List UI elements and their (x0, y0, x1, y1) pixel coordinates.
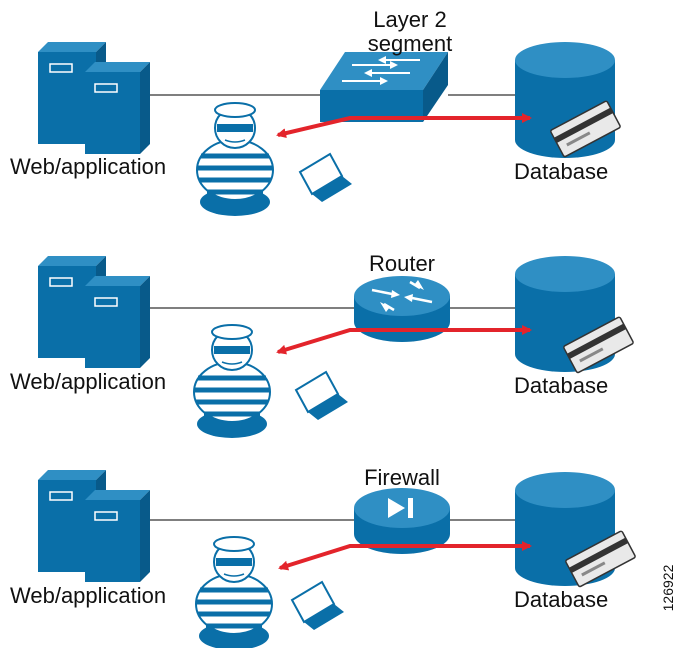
laptop-icon (294, 370, 348, 420)
switch-icon (320, 52, 448, 122)
database-label: Database (514, 587, 609, 612)
thief-icon (193, 324, 271, 438)
row-router (38, 256, 634, 438)
server-icon (38, 256, 150, 368)
router-icon (354, 276, 450, 342)
server-label: Web/application (10, 154, 167, 179)
attack-arrow (276, 325, 532, 355)
thief-icon (195, 536, 273, 648)
row-firewall (38, 470, 636, 648)
server-icon (38, 470, 150, 582)
attack-arrow (278, 541, 532, 571)
database-label: Database (514, 159, 609, 184)
middle-device-label: Layer 2 segment (367, 7, 453, 56)
credit-card-icon (565, 530, 636, 588)
attack-arrow (276, 113, 532, 139)
server-label: Web/application (10, 369, 167, 394)
server-label: Web/application (10, 583, 167, 608)
row-layer2 (38, 42, 621, 216)
thief-icon (196, 102, 274, 216)
laptop-icon (290, 580, 344, 630)
figure-id: 126922 (660, 564, 676, 612)
middle-device-label: Firewall (364, 465, 440, 490)
credit-card-icon (563, 316, 634, 374)
credit-card-icon (550, 100, 621, 158)
middle-device-label: Router (368, 251, 436, 276)
database-label: Database (514, 373, 609, 398)
server-icon (38, 42, 150, 154)
laptop-icon (298, 152, 352, 202)
